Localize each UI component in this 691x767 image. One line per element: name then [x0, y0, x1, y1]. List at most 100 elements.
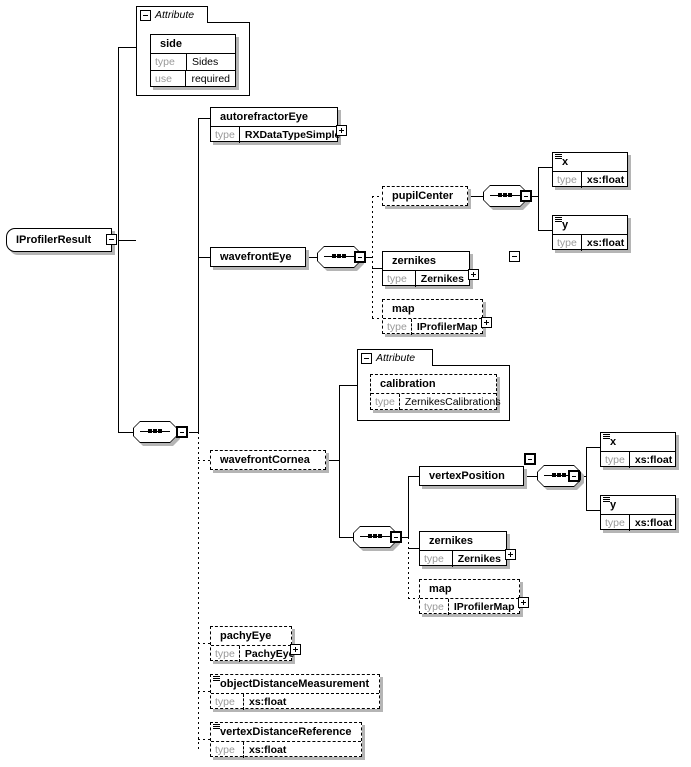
collapse-toggle[interactable]	[509, 251, 520, 262]
expand-toggle[interactable]	[505, 549, 516, 560]
element-node-pachyEye[interactable]: pachyEye type PachyEye	[210, 626, 301, 664]
simple-type-icon	[213, 676, 220, 682]
element-type-row: type xs:float	[211, 741, 361, 758]
element-node-body: wavefrontCornea	[210, 450, 326, 470]
sequence-dot	[552, 473, 556, 477]
line-root-children-trunk-solid	[198, 118, 199, 433]
line-to-attribute-side	[118, 47, 136, 48]
sequence-compositor-wavefrontEye[interactable]	[317, 246, 364, 271]
line-branch-x1	[538, 167, 552, 168]
attribute-use-row: use required	[151, 70, 235, 87]
line-cornea-trunk	[339, 385, 340, 537]
sequence-dot	[378, 534, 382, 538]
sequence-collapse-toggle-root[interactable]	[176, 426, 188, 438]
element-node-body: pachyEye type PachyEye	[210, 626, 294, 662]
element-type-row: type xs:float	[601, 514, 675, 531]
element-node-zernikes-wavefrontCornea[interactable]: zernikes type Zernikes	[419, 531, 516, 569]
sequence-compositor-root[interactable]	[133, 421, 180, 446]
type-value: RXDataTypeSimple	[244, 129, 341, 141]
line-to-seq-cornea	[339, 537, 353, 538]
line-seq-cornea-stub	[397, 537, 408, 538]
element-node-body: vertexPosition	[419, 466, 524, 486]
simple-type-icon	[603, 434, 610, 440]
root-element-label: IProfilerResult	[16, 234, 92, 246]
element-node-zernikes-wavefrontEye[interactable]: zernikes type Zernikes	[382, 251, 479, 289]
attribute-group-caption: Attribute	[155, 9, 195, 21]
attribute-collapse-toggle[interactable]	[140, 9, 151, 21]
simple-type-icon	[603, 497, 610, 503]
type-value: xs:float	[634, 517, 673, 529]
element-name-map: map	[392, 302, 415, 315]
attribute-group-calibration: Attribute calibration type ZernikesCalib…	[357, 349, 510, 421]
root-collapse-toggle[interactable]	[106, 234, 117, 245]
collapse-toggle[interactable]	[524, 453, 536, 465]
line-wavefrontCornea-stub	[326, 460, 339, 461]
line-branch-y1	[538, 230, 552, 231]
element-node-wavefrontEye[interactable]: wavefrontEye	[210, 247, 520, 270]
element-name-autorefractorEye: autorefractorEye	[220, 110, 309, 123]
element-name-wavefrontCornea: wavefrontCornea	[220, 453, 310, 466]
sequence-dot	[503, 193, 507, 197]
type-value: xs:float	[249, 696, 287, 708]
line-root-trunk-up	[118, 47, 119, 241]
line-branch-wavefrontEye	[198, 257, 210, 258]
element-node-map-wavefrontCornea[interactable]: map type IProfilerMap	[419, 579, 529, 617]
simple-type-icon	[555, 154, 562, 160]
element-node-y-vertexPosition[interactable]: y type xs:float	[600, 495, 679, 533]
sequence-dot	[337, 254, 341, 258]
attribute-node-calibration[interactable]: calibration type ZernikesCalibrations	[370, 374, 501, 413]
attribute-type-row: type ZernikesCalibrations	[371, 393, 501, 410]
attribute-name-side: side	[160, 38, 183, 50]
sequence-compositor-wavefrontCornea[interactable]	[353, 526, 400, 551]
element-node-objectDistanceMeasurement[interactable]: objectDistanceMeasurement type xs:float	[210, 674, 383, 712]
attribute-group-side-tab[interactable]: Attribute	[136, 6, 208, 23]
attribute-group-calibration-tab[interactable]: Attribute	[357, 349, 433, 366]
line-pupil-children-trunk	[538, 167, 539, 230]
element-node-autorefractorEye[interactable]: autorefractorEye type RXDataTypeSimple	[210, 107, 347, 145]
expand-toggle[interactable]	[481, 317, 492, 328]
element-node-body: zernikes type Zernikes	[419, 531, 507, 567]
element-node-pupilCenter[interactable]: pupilCenter	[382, 186, 471, 209]
type-key: type	[420, 551, 453, 567]
root-element-node[interactable]: IProfilerResult	[6, 228, 117, 255]
type-key: type	[601, 452, 630, 468]
element-node-x-pupilCenter[interactable]: x type xs:float	[552, 152, 631, 190]
type-key: type	[211, 127, 240, 143]
sequence-collapse-toggle-pupilCenter[interactable]	[520, 190, 532, 202]
expand-toggle[interactable]	[468, 269, 479, 280]
element-type-row: type PachyEye	[211, 645, 294, 662]
sequence-collapse-toggle-wavefrontEye[interactable]	[354, 251, 366, 263]
expand-toggle[interactable]	[336, 125, 347, 136]
element-node-map-wavefrontEye[interactable]: map type IProfilerMap	[382, 299, 492, 337]
sequence-compositor-pupilCenter[interactable]	[483, 185, 530, 210]
sequence-dot	[342, 254, 346, 258]
element-node-body: map type IProfilerMap	[419, 579, 520, 615]
element-name-x: x	[610, 435, 617, 448]
expand-toggle[interactable]	[518, 597, 529, 608]
element-node-vertexDistanceReference[interactable]: vertexDistanceReference type xs:float	[210, 722, 365, 760]
sequence-dot	[562, 473, 566, 477]
attribute-use-key: use	[151, 71, 187, 87]
line-wfeye-children-trunk	[372, 196, 373, 318]
element-node-wavefrontCornea[interactable]: wavefrontCornea	[210, 450, 536, 473]
expand-toggle[interactable]	[290, 644, 301, 655]
element-node-y-pupilCenter[interactable]: y type xs:float	[552, 215, 631, 253]
type-key: type	[211, 694, 244, 710]
element-type-row: type xs:float	[211, 693, 379, 710]
type-key: type	[601, 515, 630, 531]
line-vertexPosition-to-seq	[527, 476, 537, 477]
attribute-node-side[interactable]: side type Sides use required	[150, 34, 239, 90]
element-type-row: type xs:float	[601, 451, 675, 468]
element-node-x-vertexPosition[interactable]: x type xs:float	[600, 432, 679, 470]
element-type-row: type IProfilerMap	[383, 318, 482, 335]
element-name-map: map	[429, 582, 452, 595]
element-node-vertexPosition[interactable]: vertexPosition	[419, 466, 527, 489]
line-branch-wavefrontCornea	[198, 460, 210, 461]
attribute-collapse-toggle[interactable]	[361, 352, 372, 364]
element-type-row: type RXDataTypeSimple	[211, 126, 340, 143]
sequence-collapse-toggle-wavefrontCornea[interactable]	[390, 531, 402, 543]
line-branch-objectDistanceMeasurement	[198, 691, 210, 692]
sequence-dot	[508, 193, 512, 197]
sequence-collapse-toggle-vertexPosition[interactable]	[568, 470, 580, 482]
